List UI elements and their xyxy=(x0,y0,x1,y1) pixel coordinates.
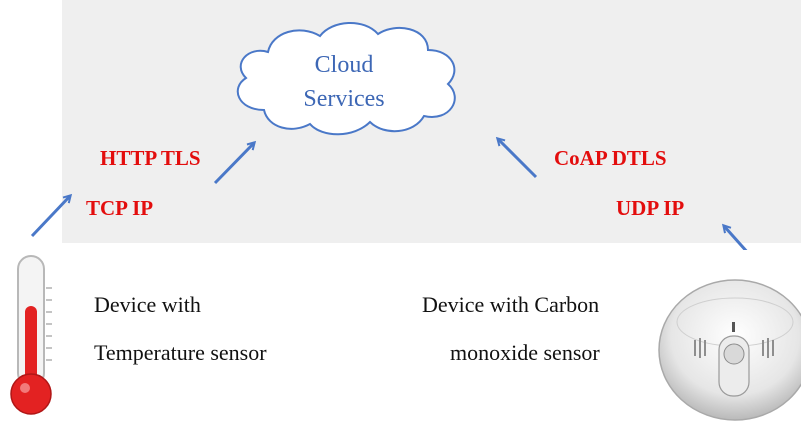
thermometer-icon xyxy=(10,255,52,415)
protocol-udp-ip: UDP IP xyxy=(616,196,685,220)
cloud-label-line2: Services xyxy=(303,86,385,112)
diagram-background xyxy=(62,0,801,243)
cloud-label: Cloud Services xyxy=(224,48,464,116)
device-right-caption-line1: Device with Carbon xyxy=(422,292,600,317)
protocol-tcp-ip: TCP IP xyxy=(86,196,154,220)
protocol-coap-dtls: CoAP DTLS xyxy=(554,146,667,170)
cloud-icon xyxy=(236,21,456,136)
device-right-caption-line2: monoxide sensor xyxy=(450,340,600,365)
carbon-monoxide-detector-icon xyxy=(658,279,801,421)
cloud-label-line1: Cloud xyxy=(314,52,374,78)
protocol-http-tls: HTTP TLS xyxy=(100,146,201,170)
device-left-caption-line1: Device with xyxy=(94,292,201,317)
device-left-caption-line2: Temperature sensor xyxy=(94,340,267,365)
